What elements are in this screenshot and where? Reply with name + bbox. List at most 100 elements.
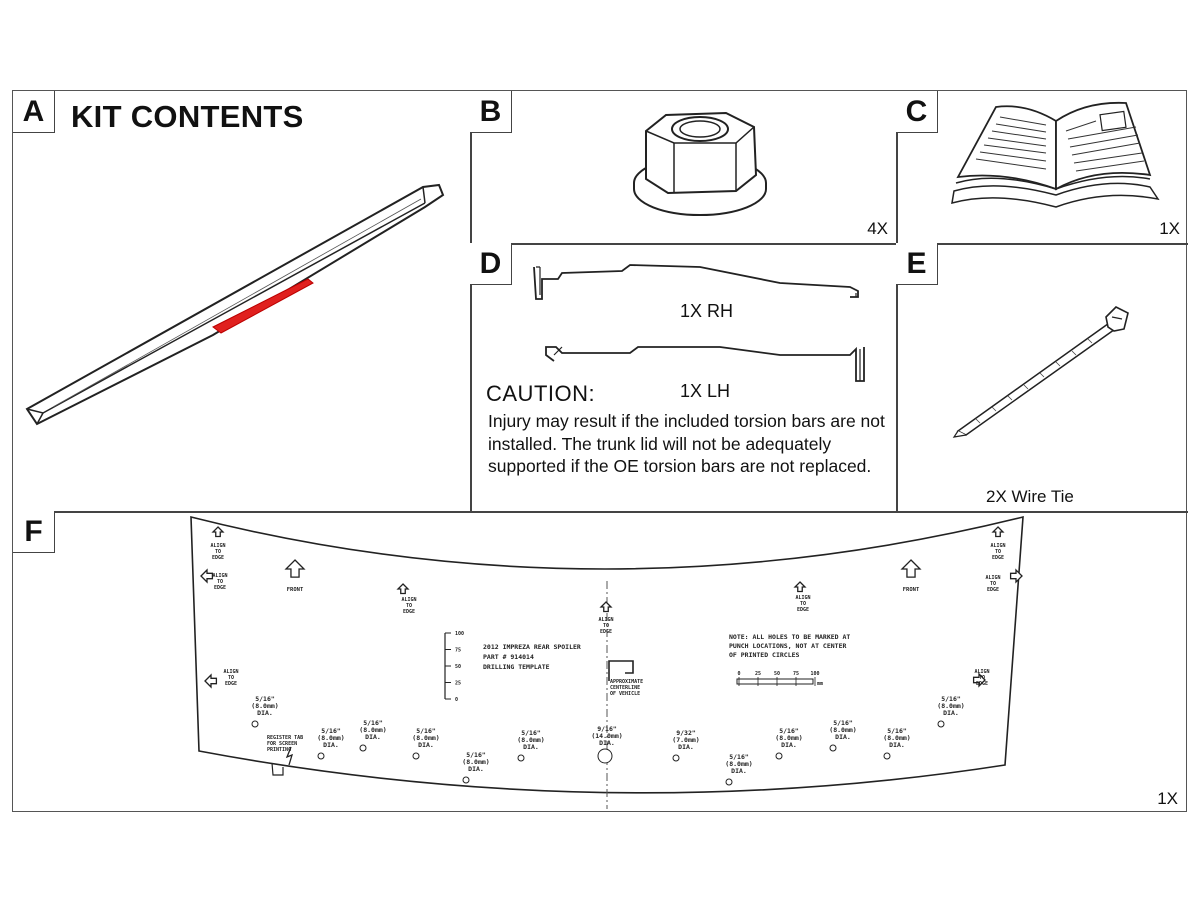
quantity-label: 1X xyxy=(1157,789,1178,808)
hole-size-label: 5/16" xyxy=(729,753,749,761)
panel-c: C 1X xyxy=(896,91,1188,243)
hole-size-label: 5/16" xyxy=(521,729,541,737)
align-to-edge-label: ALIGN xyxy=(985,575,1000,581)
align-arrow-icon xyxy=(396,583,410,595)
hole-size-label: 9/32" xyxy=(676,729,696,737)
template-note-line: PUNCH LOCATIONS, NOT AT CENTER xyxy=(729,642,846,650)
vertical-scale-tick-label: 25 xyxy=(455,681,461,687)
align-to-edge-label: ALIGN xyxy=(990,543,1005,549)
lightning-icon xyxy=(285,746,294,766)
horizontal-scale-tick-label: 100 xyxy=(810,671,819,677)
align-to-edge-label: TO xyxy=(995,549,1001,555)
drilling-template: ALIGNTOEDGEALIGNTOEDGEALIGNTOEDGEALIGNTO… xyxy=(190,515,1024,809)
torsion-bars-illustration xyxy=(533,264,865,382)
hole-dia-label: DIA. xyxy=(781,741,797,749)
flange-nut-icon xyxy=(633,111,767,216)
align-to-edge-label: ALIGN xyxy=(401,597,416,603)
panel-letter: C xyxy=(896,91,938,133)
align-to-edge-label: EDGE xyxy=(600,629,612,635)
template-note-line: NOTE: ALL HOLES TO BE MARKED AT xyxy=(729,633,850,641)
align-to-edge-label: ALIGN xyxy=(974,669,989,675)
drill-hole-mark xyxy=(829,744,837,752)
hole-dia-label: DIA. xyxy=(599,739,615,747)
wire-tie-icon xyxy=(952,306,1129,438)
highlight-strip xyxy=(212,278,314,334)
hole-dia-label: DIA. xyxy=(323,741,339,749)
front-label: FRONT xyxy=(903,587,920,593)
centerline-label: OF VEHICLE xyxy=(610,691,640,697)
align-to-edge-label: EDGE xyxy=(992,555,1004,561)
front-arrow-icon xyxy=(900,559,922,578)
panel-letter: E xyxy=(896,243,938,285)
align-to-edge-label: TO xyxy=(979,675,985,681)
divider-row-af xyxy=(13,511,1188,513)
hole-dia-label: DIA. xyxy=(257,709,273,717)
hole-mm-label: (8.0mm) xyxy=(462,758,489,766)
hole-dia-label: DIA. xyxy=(678,743,694,751)
centerline-label: APPROXIMATE xyxy=(610,679,643,685)
template-title-line: 2012 IMPREZA REAR SPOILER xyxy=(483,643,581,651)
front-arrow-icon xyxy=(284,559,306,578)
drill-hole-mark xyxy=(725,778,733,786)
align-to-edge-label: ALIGN xyxy=(212,573,227,579)
divider-bc xyxy=(896,91,898,511)
align-to-edge-label: EDGE xyxy=(225,681,237,687)
panel-e: E 2X Wire Tie xyxy=(896,243,1188,511)
instruction-booklet-icon xyxy=(951,101,1160,208)
horizontal-scale-tick-label: 0 xyxy=(737,671,740,677)
panel-letter: B xyxy=(470,91,512,133)
align-to-edge-label: EDGE xyxy=(976,681,988,687)
drill-hole-mark xyxy=(672,754,680,762)
align-to-edge-label: EDGE xyxy=(797,607,809,613)
centerline-arrow xyxy=(608,660,634,681)
panel-letter: D xyxy=(470,243,512,285)
hole-size-label: 5/16" xyxy=(779,727,799,735)
align-arrow-icon xyxy=(200,568,214,584)
kit-contents-title: KIT CONTENTS xyxy=(71,99,304,134)
caution-text: Injury may result if the included torsio… xyxy=(488,411,885,476)
hole-mm-label: (8.0mm) xyxy=(359,726,386,734)
vertical-scale-tick-label: 50 xyxy=(455,664,461,670)
wire-tie-caption: 2X Wire Tie xyxy=(986,487,1074,506)
hole-mm-label: (7.0mm) xyxy=(672,736,699,744)
drill-hole-mark xyxy=(251,720,259,728)
hole-size-label: 5/16" xyxy=(363,719,383,727)
vertical-scale-tick-label: 0 xyxy=(455,697,458,703)
hole-mm-label: (8.0mm) xyxy=(937,702,964,710)
hole-mm-label: (8.0mm) xyxy=(412,734,439,742)
panel-letter: F xyxy=(13,511,55,553)
align-to-edge-label: ALIGN xyxy=(223,669,238,675)
divider-ab xyxy=(470,91,472,511)
align-to-edge-label: TO xyxy=(603,623,609,629)
align-to-edge-label: TO xyxy=(990,581,996,587)
drill-hole-mark xyxy=(412,752,420,760)
quantity-label: 4X xyxy=(867,219,888,238)
horizontal-scale-tick-label: 50 xyxy=(774,671,780,677)
panel-d: D 1X RH 1X LH CAUTION: Injury may result… xyxy=(470,243,896,511)
hole-size-label: 5/16" xyxy=(941,695,961,703)
register-tab-label: REGISTER TAB xyxy=(267,735,303,741)
horizontal-scale-tick-label: 75 xyxy=(793,671,799,677)
template-note-line: OF PRINTED CIRCLES xyxy=(729,651,800,659)
align-arrow-icon xyxy=(972,672,986,688)
drill-hole-mark xyxy=(317,752,325,760)
horizontal-scale-tick-label: 25 xyxy=(755,671,761,677)
align-arrow-icon xyxy=(793,581,807,593)
hole-mm-label: (8.0mm) xyxy=(829,726,856,734)
drill-hole-mark xyxy=(597,748,613,764)
hole-mm-label: (14.0mm) xyxy=(591,732,622,740)
panel-letter: A xyxy=(13,91,55,133)
hole-size-label: 5/16" xyxy=(833,719,853,727)
hole-mm-label: (8.0mm) xyxy=(317,734,344,742)
panel-b: B 4X xyxy=(470,91,896,243)
hole-size-label: 9/16" xyxy=(597,725,617,733)
template-title-line: PART # 914014 xyxy=(483,653,534,661)
hole-size-label: 5/16" xyxy=(255,695,275,703)
align-to-edge-label: TO xyxy=(215,549,221,555)
hole-dia-label: DIA. xyxy=(418,741,434,749)
front-label: FRONT xyxy=(287,587,304,593)
hole-mm-label: (8.0mm) xyxy=(883,734,910,742)
hole-dia-label: DIA. xyxy=(365,733,381,741)
vertical-scale-tick-label: 75 xyxy=(455,648,461,654)
